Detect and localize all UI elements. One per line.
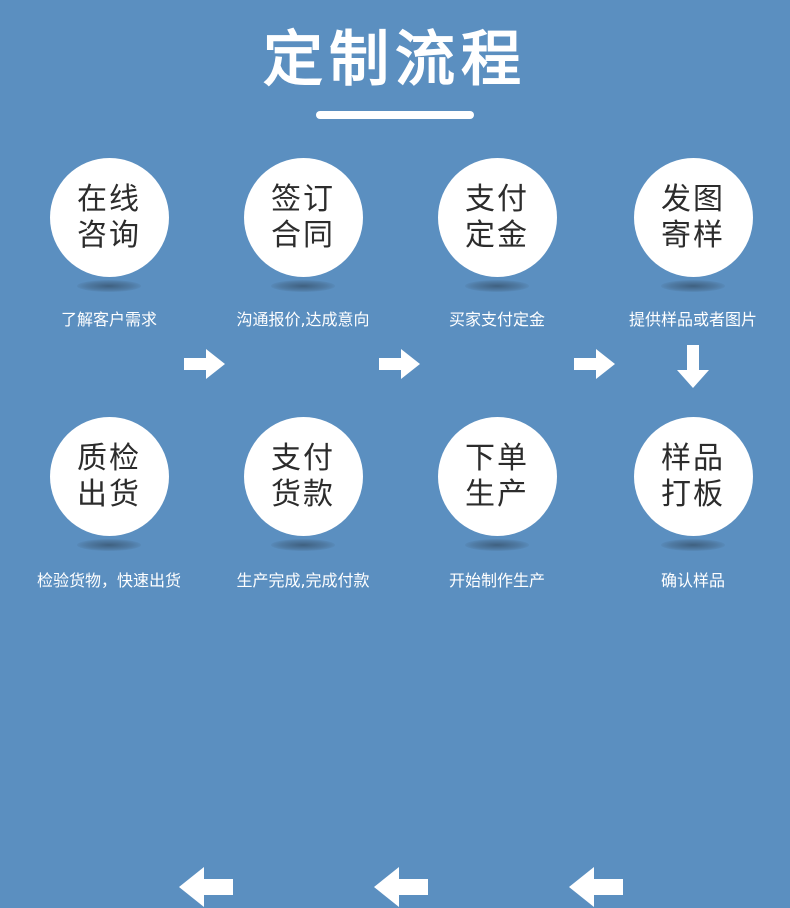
flow-step-caption: 了解客户需求: [60, 310, 157, 329]
flow-node-line-1: 支付: [465, 181, 529, 217]
node-shadow: [271, 280, 335, 292]
flow-node-line-1: 签订: [271, 181, 335, 217]
node-shadow: [661, 539, 725, 551]
flow-step-5[interactable]: 样品 打板 确认样品: [613, 411, 773, 591]
arrow-left-icon: [568, 866, 624, 908]
flow-row-bottom: 质检 出货 检验货物，快速出货 支付 货款 生产完成,完成付款 下单 生产 开始…: [0, 411, 790, 907]
flow-step-caption: 买家支付定金: [448, 310, 545, 329]
flow-step-3[interactable]: 支付 定金 买家支付定金: [417, 152, 577, 330]
flow-node-circle[interactable]: 支付 货款: [243, 417, 363, 536]
flow-node-circle[interactable]: 签订 合同: [243, 158, 363, 277]
node-shadow: [465, 539, 529, 551]
node-shadow: [271, 539, 335, 551]
flow-node-circle[interactable]: 下单 生产: [437, 417, 557, 536]
arrow-left-icon: [373, 866, 429, 908]
arrow-right-icon: [574, 348, 616, 380]
flow-step-2[interactable]: 签订 合同 沟通报价,达成意向: [223, 152, 383, 330]
flow-node-circle[interactable]: 支付 定金: [437, 158, 557, 277]
flow-node-line-1: 样品: [661, 440, 725, 476]
flow-step-caption: 检验货物，快速出货: [36, 571, 181, 590]
flow-node-circle[interactable]: 样品 打板: [633, 417, 753, 536]
flow-step-caption: 沟通报价,达成意向: [236, 310, 370, 329]
arrow-down-icon: [676, 345, 710, 389]
flow-node-line-1: 质检: [77, 440, 141, 476]
node-shadow: [77, 539, 141, 551]
title-block: 定制流程: [0, 26, 790, 119]
arrow-right-icon: [379, 348, 421, 380]
flow-node-line-2: 定金: [465, 217, 529, 253]
flow-step-caption: 确认样品: [660, 571, 725, 590]
node-shadow: [465, 280, 529, 292]
arrow-left-icon: [178, 866, 234, 908]
flow-node-line-2: 咨询: [77, 217, 141, 253]
node-shadow: [77, 280, 141, 292]
flow-step-1[interactable]: 在线 咨询 了解客户需求: [29, 152, 189, 330]
title-underline-bar: [316, 111, 474, 119]
flow-node-line-1: 在线: [77, 181, 141, 217]
flow-node-circle[interactable]: 发图 寄样: [633, 158, 753, 277]
flow-step-caption: 提供样品或者图片: [628, 310, 757, 329]
flow-node-line-2: 寄样: [661, 217, 725, 253]
flow-step-6[interactable]: 下单 生产 开始制作生产: [417, 411, 577, 591]
flow-node-circle[interactable]: 质检 出货: [49, 417, 169, 536]
flow-node-circle[interactable]: 在线 咨询: [49, 158, 169, 277]
arrow-right-icon: [184, 348, 226, 380]
flow-step-caption: 开始制作生产: [448, 571, 545, 590]
page-title: 定制流程: [263, 25, 527, 95]
flow-step-caption: 生产完成,完成付款: [236, 571, 370, 590]
flow-node-line-1: 下单: [465, 440, 529, 476]
flow-node-line-2: 生产: [465, 476, 529, 512]
flow-node-line-2: 打板: [661, 476, 725, 512]
flow-node-line-1: 支付: [271, 440, 335, 476]
flow-step-4[interactable]: 发图 寄样 提供样品或者图片: [613, 152, 773, 330]
flow-node-line-2: 合同: [271, 217, 335, 253]
flow-row-top: 在线 咨询 了解客户需求 签订 合同 沟通报价,达成意向 支付 定金 买家支付定…: [0, 152, 790, 379]
flow-step-7[interactable]: 支付 货款 生产完成,完成付款: [223, 411, 383, 591]
node-shadow: [661, 280, 725, 292]
flow-node-line-2: 出货: [77, 476, 141, 512]
flow-step-8[interactable]: 质检 出货 检验货物，快速出货: [29, 411, 189, 591]
flow-node-line-1: 发图: [661, 181, 725, 217]
flow-node-line-2: 货款: [271, 476, 335, 512]
